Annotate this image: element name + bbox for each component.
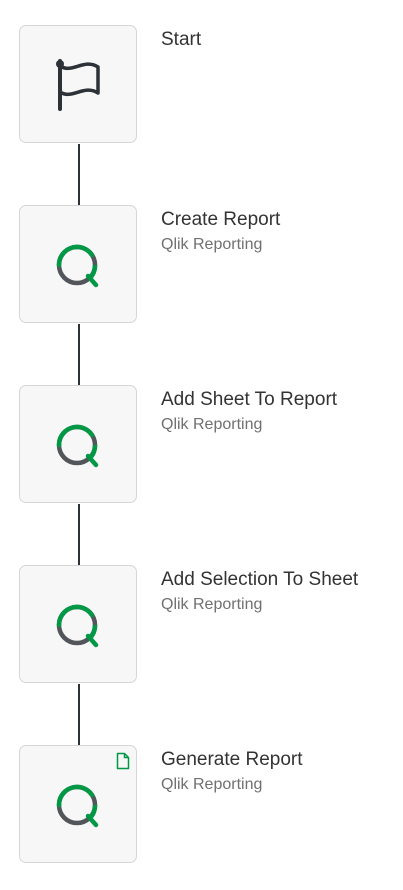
step-title: Start xyxy=(161,29,202,50)
step-labels: Add Selection To Sheet Qlik Reporting xyxy=(161,568,401,615)
step-title: Generate Report xyxy=(161,749,303,770)
step-connector-name: Qlik Reporting xyxy=(161,596,263,613)
step-connector-name: Qlik Reporting xyxy=(161,416,263,433)
qlik-logo-icon xyxy=(52,598,106,652)
flow-step-start: Start xyxy=(19,25,403,145)
flag-icon xyxy=(52,58,106,112)
step-labels: Create Report Qlik Reporting xyxy=(161,208,401,255)
step-labels: Add Sheet To Report Qlik Reporting xyxy=(161,388,401,435)
qlik-logo-icon xyxy=(52,238,106,292)
qlik-logo-icon xyxy=(52,418,106,472)
connector-line xyxy=(78,324,80,385)
flow-step-create-report: Create Report Qlik Reporting xyxy=(19,205,403,325)
add-sheet-to-report-block[interactable] xyxy=(19,385,137,503)
add-selection-to-sheet-block[interactable] xyxy=(19,565,137,683)
document-icon xyxy=(116,752,130,770)
flow-step-add-selection-to-sheet: Add Selection To Sheet Qlik Reporting xyxy=(19,565,403,685)
connector-line xyxy=(78,504,80,565)
qlik-logo-icon xyxy=(52,778,106,832)
create-report-block[interactable] xyxy=(19,205,137,323)
step-title: Create Report xyxy=(161,209,281,230)
step-title: Add Selection To Sheet xyxy=(161,569,359,590)
step-connector-name: Qlik Reporting xyxy=(161,776,263,793)
step-connector-name: Qlik Reporting xyxy=(161,236,263,253)
step-labels: Generate Report Qlik Reporting xyxy=(161,748,401,795)
start-block[interactable] xyxy=(19,25,137,143)
step-title: Add Sheet To Report xyxy=(161,389,338,410)
connector-line xyxy=(78,684,80,745)
step-labels: Start xyxy=(161,28,401,52)
connector-line xyxy=(78,144,80,205)
flow-step-generate-report: Generate Report Qlik Reporting xyxy=(19,745,403,865)
generate-report-block[interactable] xyxy=(19,745,137,863)
flow-step-add-sheet-to-report: Add Sheet To Report Qlik Reporting xyxy=(19,385,403,505)
